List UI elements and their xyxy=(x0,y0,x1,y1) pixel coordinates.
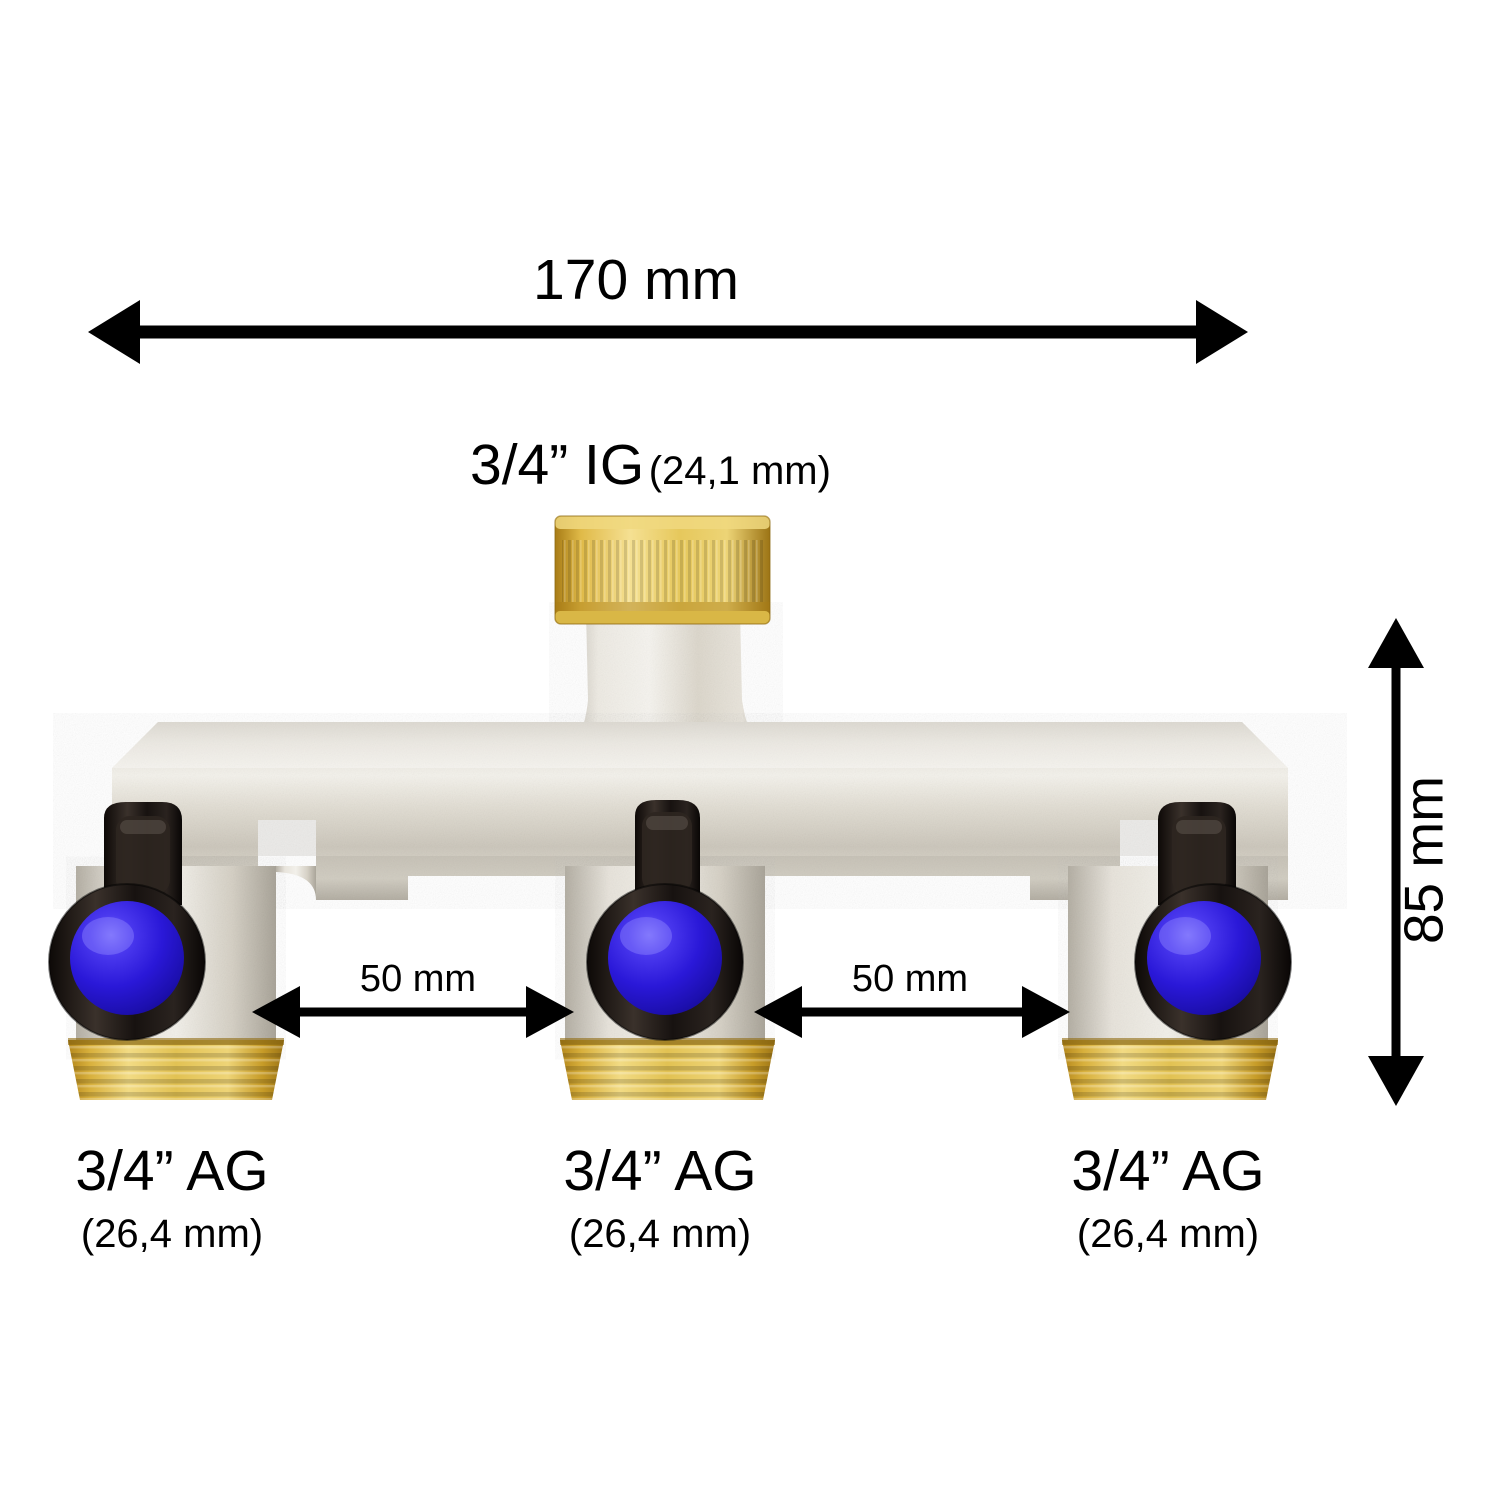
outlet-label-left: 3/4” AG (26,4 mm) xyxy=(75,1142,268,1254)
outlet-thread-paren-left: (26,4 mm) xyxy=(80,1212,264,1257)
outlet-thread-main-middle: 3/4” AG xyxy=(563,1139,757,1203)
inlet-thread-label: 3/4” IG (24,1 mm) xyxy=(470,437,831,494)
valve-knob-right xyxy=(1147,901,1261,1015)
dim-arrow-gap-right xyxy=(754,986,1070,1038)
overall-width-label: 170 mm xyxy=(533,248,739,312)
valve-knob-left xyxy=(70,901,184,1015)
inlet-thread-main: 3/4” IG xyxy=(470,433,645,497)
outlet-label-middle: 3/4” AG (26,4 mm) xyxy=(563,1142,756,1254)
valve-handle-middle[interactable] xyxy=(586,800,744,1041)
gap-right-label: 50 mm xyxy=(851,958,969,1000)
valve-handle-left[interactable] xyxy=(48,802,206,1041)
dim-arrow-gap-left xyxy=(252,986,574,1038)
outlet-label-right: 3/4” AG (26,4 mm) xyxy=(1071,1142,1264,1254)
outlet-brass-right xyxy=(1062,1038,1278,1100)
inlet-brass-cap xyxy=(554,515,771,625)
overall-height-label: 85 mm xyxy=(1392,775,1455,945)
outlet-thread-paren-middle: (26,4 mm) xyxy=(568,1212,752,1257)
dim-arrow-overall-width xyxy=(88,300,1248,364)
dim-arrow-overall-height xyxy=(1368,618,1424,1106)
valve-handle-right[interactable] xyxy=(1134,802,1292,1041)
outlet-thread-main-right: 3/4” AG xyxy=(1071,1139,1265,1203)
inlet-thread-paren: (24,1 mm) xyxy=(648,449,831,493)
valve-knob-middle xyxy=(608,901,722,1015)
outlet-brass-left xyxy=(68,1038,284,1100)
outlet-brass-middle xyxy=(560,1038,775,1100)
outlet-thread-main-left: 3/4” AG xyxy=(75,1139,269,1203)
outlet-thread-paren-right: (26,4 mm) xyxy=(1076,1212,1260,1257)
gap-left-label: 50 mm xyxy=(359,958,477,1000)
